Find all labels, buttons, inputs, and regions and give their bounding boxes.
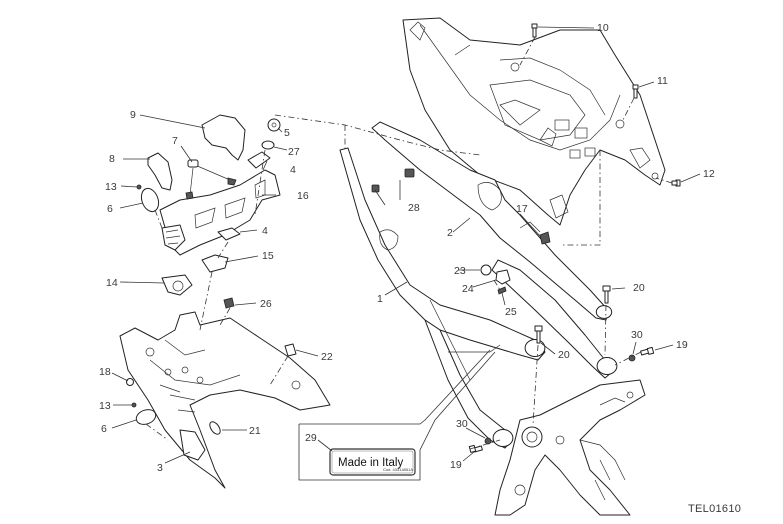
callout-19-left: 19 — [450, 459, 462, 471]
callout-3: 3 — [157, 462, 163, 474]
frame-rail-2 — [371, 121, 618, 379]
callout-numbers: 9 7 8 13 6 5 27 4 16 4 15 14 26 22 18 13… — [99, 22, 715, 474]
callout-20-lower: 20 — [558, 349, 570, 361]
screw-25 — [497, 286, 507, 295]
label-main-text: Made in Italy — [338, 457, 403, 469]
main-frame — [494, 379, 646, 516]
screw-10 — [632, 84, 639, 99]
callout-27: 27 — [288, 146, 300, 158]
grommet-4-upper — [247, 151, 271, 169]
washer-30-right — [628, 354, 636, 362]
screw-13-upper — [136, 184, 142, 190]
callout-4-upper: 4 — [290, 164, 296, 176]
callout-19-right: 19 — [676, 339, 688, 351]
callout-13-lower: 13 — [99, 400, 111, 412]
callout-10: 11 — [657, 75, 668, 87]
callout-18: 18 — [99, 366, 111, 378]
bolt-19-right — [640, 346, 655, 356]
callout-6-upper: 6 — [107, 203, 113, 215]
callout-4-lower: 4 — [262, 225, 268, 237]
callout-20-upper: 20 — [633, 282, 645, 294]
callout-14: 14 — [106, 277, 118, 289]
callout-22: 22 — [321, 351, 333, 363]
made-in-italy-label-inset: Made in Italy Cod. 43314851A — [298, 349, 496, 481]
callout-11: 10 — [597, 22, 609, 34]
callout-1: 1 — [377, 293, 383, 305]
reflector-6-upper — [140, 187, 160, 213]
callout-17: 17 — [516, 203, 528, 215]
callout-7: 7 — [172, 135, 178, 147]
screw-11 — [531, 23, 538, 38]
cover-9 — [201, 114, 246, 161]
leader-lines — [111, 26, 701, 464]
cap-22 — [284, 343, 297, 357]
callout-23: 23 — [454, 265, 466, 277]
reflector-6-lower — [135, 409, 157, 425]
grommet-28-b — [371, 184, 380, 193]
callout-2: 2 — [447, 227, 453, 239]
reference-code: TEL01610 — [688, 503, 741, 515]
callout-12: 12 — [703, 168, 715, 180]
tail-undertray — [402, 17, 666, 226]
bracket-24 — [495, 269, 511, 285]
grommet-4-lower — [217, 227, 241, 241]
screw-13-lower — [131, 402, 137, 408]
callout-6-lower: 6 — [101, 423, 107, 435]
rear-undertray-assembly — [119, 311, 331, 489]
pad-15 — [201, 254, 229, 273]
callout-28: 28 — [408, 202, 420, 214]
clip-17 — [539, 231, 551, 245]
spacer-27 — [261, 140, 275, 150]
frame-rail-1 — [339, 147, 546, 449]
assembly-dash-lines — [145, 36, 673, 450]
clip-26 — [223, 297, 235, 309]
callout-25: 25 — [505, 306, 517, 318]
callout-26: 26 — [260, 298, 272, 310]
cap-23 — [480, 264, 492, 276]
plug-18 — [126, 378, 134, 386]
bumper-21 — [209, 421, 221, 435]
bracket-8 — [147, 152, 173, 191]
callout-30-left: 30 — [456, 418, 468, 430]
callout-30-right: 30 — [631, 329, 643, 341]
callout-21: 21 — [249, 425, 261, 437]
washer-30-left — [484, 437, 492, 445]
callout-29: 29 — [305, 432, 317, 444]
grommet-28 — [404, 168, 415, 178]
pad-14 — [161, 274, 193, 296]
callout-15: 15 — [262, 250, 274, 262]
callout-5: 5 — [284, 127, 290, 139]
label-code-text: Cod. 43314851A — [383, 467, 413, 472]
callout-13-upper: 13 — [105, 181, 117, 193]
callout-16: 16 — [297, 190, 309, 202]
bolt-20-upper — [602, 285, 611, 304]
number-plate-bracket-16 — [159, 169, 281, 256]
callout-8: 8 — [109, 153, 115, 165]
bolt-20-lower — [534, 325, 543, 344]
callout-9: 9 — [130, 109, 136, 121]
screw-12 — [671, 179, 681, 187]
strap-7 — [185, 159, 237, 200]
callout-24: 24 — [462, 283, 474, 295]
washer-5 — [267, 118, 281, 132]
